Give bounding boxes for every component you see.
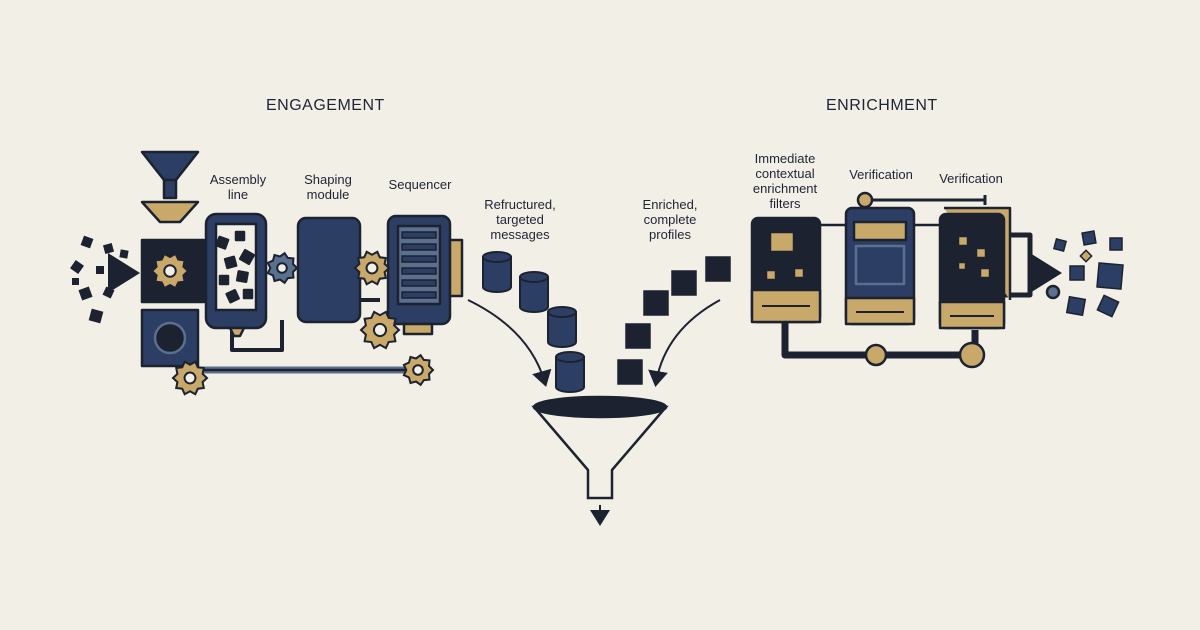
sequencer-slot <box>401 255 437 263</box>
sequencer-slot <box>401 267 437 275</box>
cube-stack <box>617 256 731 385</box>
enrichment-heading: ENRICHMENT <box>826 97 938 114</box>
left-flow-arrow <box>467 299 552 387</box>
left-flow-label: Refructured, targeted messages <box>484 197 556 242</box>
debris-icon <box>1065 295 1087 317</box>
debris-icon <box>102 242 115 255</box>
cylinder-top-icon <box>547 306 577 318</box>
cylinder-icon <box>519 276 549 313</box>
sequencer-slots <box>401 231 437 299</box>
debris-icon <box>1096 294 1120 318</box>
gear-group <box>150 250 435 396</box>
enrichment-machine <box>750 191 1061 369</box>
gear-hub-icon <box>183 371 197 385</box>
engagement-heading: ENGAGEMENT <box>266 97 385 114</box>
enrichment-filter-icon <box>750 216 822 324</box>
hopper-icon <box>140 150 200 224</box>
debris-icon <box>80 235 94 249</box>
debris-icon <box>72 278 79 285</box>
verification-label-2: Verification <box>939 171 1003 186</box>
sequencer-slot <box>401 243 437 251</box>
cube-icon <box>671 270 697 296</box>
verification-label-1: Verification <box>849 167 913 182</box>
debris-icon <box>119 249 129 259</box>
cylinder-icon <box>482 256 512 293</box>
gear-hub-icon <box>276 262 288 274</box>
engagement-machine <box>140 150 464 374</box>
assembly-line-machine-icon <box>204 212 268 338</box>
shaping-module-label: Shaping module <box>304 172 352 202</box>
verification-machine-icon <box>938 206 1012 330</box>
cylinder-icon <box>555 356 585 393</box>
debris-icon <box>1096 262 1124 290</box>
debris-icon <box>1052 237 1068 253</box>
sequencer-slot <box>401 291 437 299</box>
sequencer-slot <box>401 231 437 239</box>
cube-icon <box>705 256 731 282</box>
debris-icon <box>1069 265 1085 281</box>
cylinder-top-icon <box>555 351 585 363</box>
sequencer-slot <box>401 279 437 287</box>
gear-hub-icon <box>163 264 177 278</box>
debris-icon <box>96 266 104 274</box>
debris-icon <box>1081 230 1097 246</box>
sequencer-label: Sequencer <box>388 177 452 192</box>
cylinder-icon <box>547 311 577 348</box>
debris-icon <box>88 308 104 324</box>
input-debris <box>70 235 129 324</box>
verification-machine-icon <box>844 206 916 326</box>
debris-icon <box>70 260 84 274</box>
cylinder-stack <box>482 251 585 393</box>
cube-icon <box>625 323 651 349</box>
enrichment-filters-label: Immediate contextual enrichment filters <box>752 151 818 211</box>
gear-hub-icon <box>365 261 379 275</box>
debris-icon <box>78 286 93 301</box>
cylinder-top-icon <box>482 251 512 263</box>
assembly-line-label: Assembly line <box>209 172 267 202</box>
funnel-icon <box>531 395 669 500</box>
debris-icon <box>1109 237 1123 251</box>
debris-icon <box>1079 249 1093 263</box>
right-flow-arrow <box>648 299 721 387</box>
output-debris <box>1052 230 1124 318</box>
cube-icon <box>643 290 669 316</box>
right-flow-label: Enriched, complete profiles <box>642 197 698 242</box>
cube-icon <box>617 359 643 385</box>
gear-hub-icon <box>372 322 388 338</box>
cylinder-top-icon <box>519 271 549 283</box>
gear-hub-icon <box>412 364 424 376</box>
debris-icon <box>102 286 115 299</box>
